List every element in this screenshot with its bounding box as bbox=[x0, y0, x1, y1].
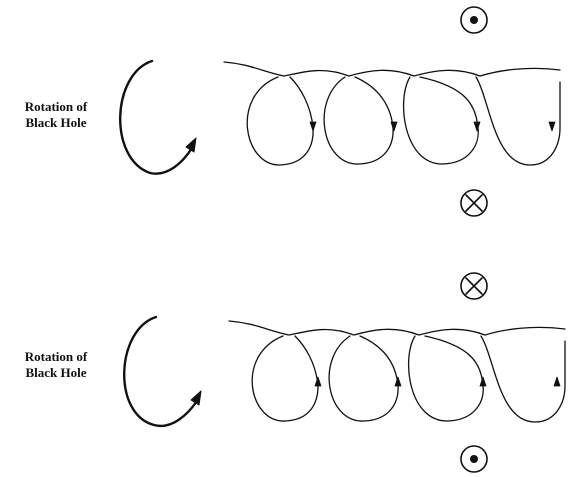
loop-arrow-bottom-4 bbox=[553, 376, 561, 387]
bottom-panel bbox=[123, 272, 566, 473]
loop-arrow-bottom-3 bbox=[479, 376, 487, 387]
rotation-label-top-line2: Black Hole bbox=[25, 115, 87, 130]
loop-arrow-top-1 bbox=[309, 121, 317, 132]
rotation-label-top-line1: Rotation of bbox=[24, 99, 88, 114]
orbit-loop-top-4 bbox=[475, 76, 561, 166]
rotation-arc-top bbox=[119, 59, 194, 175]
rotation-label-bottom-line2: Black Hole bbox=[25, 365, 87, 380]
rotation-arrowhead-bottom bbox=[190, 390, 202, 406]
loop-arrow-top-3 bbox=[473, 121, 481, 132]
loop-arrow-top-2 bbox=[390, 121, 398, 132]
dot-symbol-top bbox=[460, 6, 488, 34]
rotation-label-bottom: Rotation of Black Hole bbox=[10, 349, 102, 381]
trajectory-bottom-line bbox=[228, 320, 566, 336]
orbit-loop-bottom-4 bbox=[480, 335, 566, 423]
rotation-arrowhead-top bbox=[185, 137, 197, 153]
dot-symbol-bottom bbox=[460, 445, 488, 473]
orbit-loop-bottom-3 bbox=[408, 335, 484, 422]
loop-arrow-bottom-1 bbox=[314, 376, 322, 387]
orbit-loop-bottom-2 bbox=[328, 335, 399, 422]
orbit-loop-top-2 bbox=[323, 76, 394, 165]
cross-symbol-bottom bbox=[460, 272, 488, 300]
rotation-arc-bottom bbox=[123, 315, 199, 428]
cross-symbol-top bbox=[460, 189, 488, 217]
rotation-label-top: Rotation of Black Hole bbox=[10, 99, 102, 131]
orbit-loop-bottom-1 bbox=[251, 335, 319, 422]
top-panel bbox=[119, 6, 561, 217]
loop-arrow-top-4 bbox=[548, 121, 556, 132]
rotation-label-bottom-line1: Rotation of bbox=[24, 349, 88, 364]
orbit-loop-top-1 bbox=[246, 76, 314, 166]
loop-arrow-bottom-2 bbox=[394, 376, 402, 387]
trajectory-top-line bbox=[223, 61, 561, 77]
orbit-loop-top-3 bbox=[403, 76, 479, 165]
